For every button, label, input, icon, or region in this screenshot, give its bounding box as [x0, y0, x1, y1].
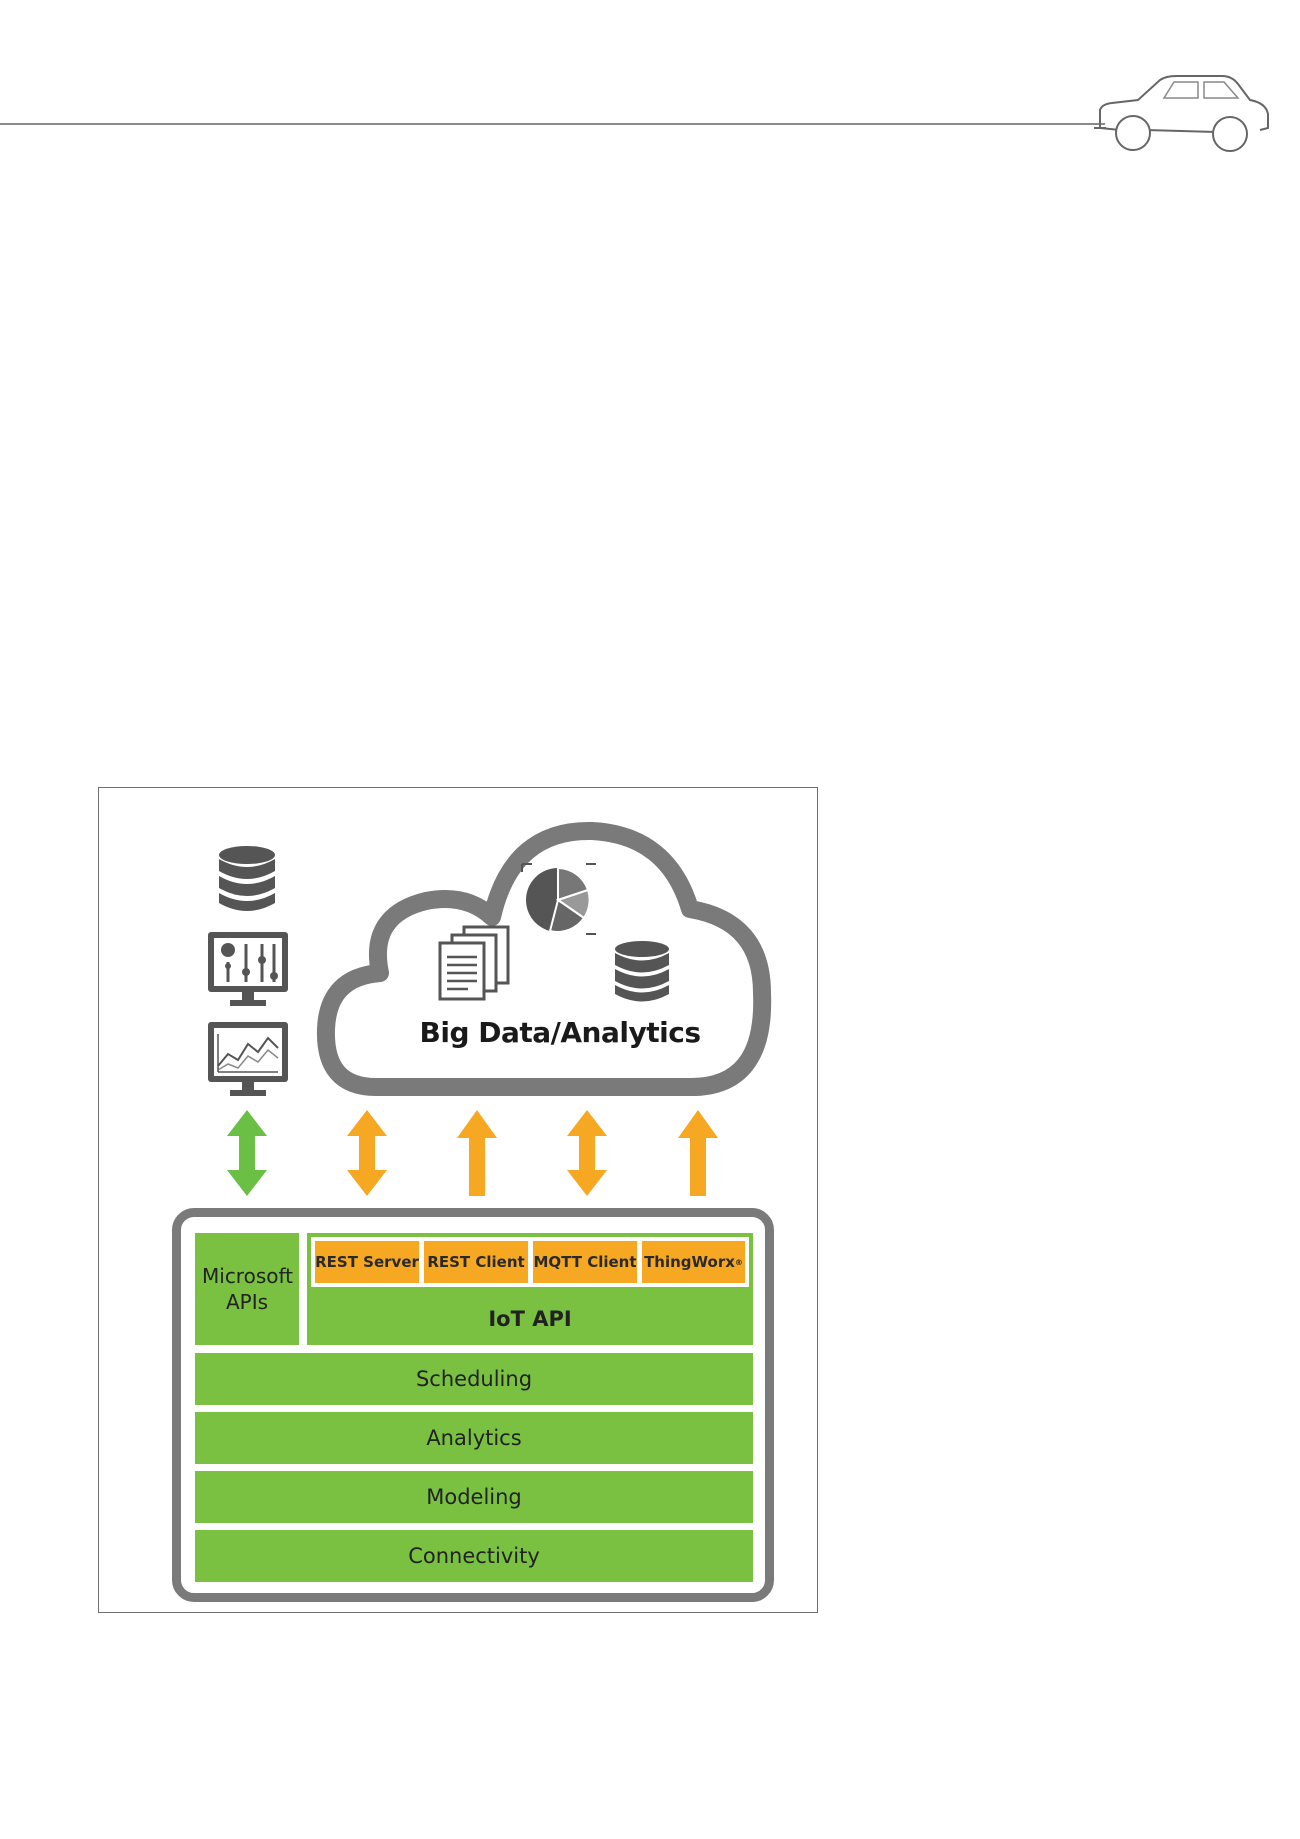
- registered-mark: ®: [734, 1257, 743, 1267]
- protocol-mqtt-client: MQTT Client: [533, 1241, 637, 1283]
- microsoft-apis-block: Microsoft APIs: [195, 1233, 299, 1345]
- bidirectional-arrow-icon: [567, 1110, 607, 1196]
- layer-connectivity: Connectivity: [195, 1530, 753, 1582]
- database-icon: [615, 941, 669, 1002]
- control-panel-icon: [208, 932, 288, 1006]
- database-icon: [219, 846, 275, 911]
- layer-modeling: Modeling: [195, 1471, 753, 1523]
- cloud-title: Big Data/Analytics: [419, 1016, 701, 1049]
- monitor-chart-icon: [208, 1022, 288, 1096]
- protocol-thingworx: ThingWorx®: [642, 1241, 745, 1283]
- pie-chart-icon: [521, 863, 596, 935]
- microsoft-apis-label: Microsoft APIs: [202, 1264, 294, 1314]
- iot-api-label: IoT API: [488, 1306, 572, 1331]
- cloud-icon: [316, 821, 772, 1097]
- protocol-rest-client: REST Client: [424, 1241, 528, 1283]
- car-icon: [1094, 75, 1269, 152]
- bidirectional-arrow-icon: [227, 1110, 267, 1196]
- header-rule: [0, 123, 1105, 125]
- bidirectional-arrow-icon: [347, 1110, 387, 1196]
- up-arrow-icon: [457, 1110, 497, 1196]
- layer-analytics: Analytics: [195, 1412, 753, 1464]
- layer-scheduling: Scheduling: [195, 1353, 753, 1405]
- documents-icon: [438, 925, 510, 1001]
- protocol-rest-server: REST Server: [315, 1241, 419, 1283]
- up-arrow-icon: [678, 1110, 718, 1196]
